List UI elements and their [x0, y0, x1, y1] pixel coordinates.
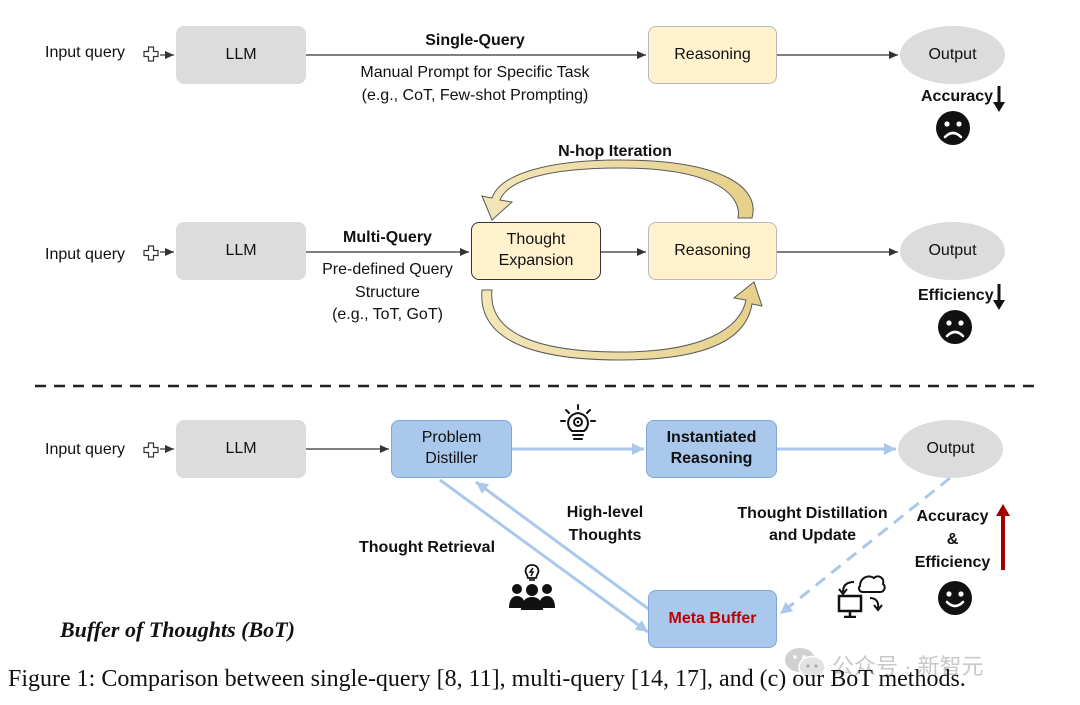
instantiated-line2: Reasoning	[670, 450, 753, 467]
high-level-line2: Thoughts	[568, 527, 642, 544]
sad-face-icon	[938, 310, 972, 344]
instantiated-line1: Instantiated	[666, 429, 757, 447]
expansion-line2: Expansion	[498, 252, 574, 269]
meta-buffer-box: Meta Buffer	[648, 590, 777, 648]
arrow-buffer-distiller	[475, 480, 651, 612]
row1-reasoning-box: Reasoning	[648, 26, 777, 84]
down-arrowhead-accuracy	[993, 102, 1005, 112]
plus-icon	[143, 245, 159, 261]
figure-caption: Figure 1: Comparison between single-quer…	[8, 666, 966, 692]
row3-instantiated-box: Instantiated Reasoning	[646, 420, 777, 478]
row1-input-label: Input query	[45, 44, 126, 61]
row2-output-ellipse: Output	[900, 222, 1005, 280]
expansion-line1: Thought	[506, 231, 566, 249]
lightbulb-gear-icon	[560, 404, 596, 440]
curve-arrow-top	[481, 159, 754, 221]
thought-retrieval-label: Thought Retrieval	[359, 539, 496, 556]
distiller-line1: Problem	[421, 429, 482, 447]
plus-icon	[143, 442, 159, 458]
row1-accuracy-label: Accuracy	[921, 88, 994, 105]
row3-ampersand-label: &	[946, 531, 959, 548]
wechat-icon	[785, 648, 826, 679]
up-arrowhead-bot	[996, 504, 1010, 516]
row2-expansion-box: Thought Expansion	[471, 222, 601, 280]
plus-icon	[143, 46, 159, 62]
cloud-sync-icon	[837, 575, 886, 618]
row2-input-label: Input query	[45, 246, 126, 263]
row3-llm-box: LLM	[176, 420, 306, 478]
row1-desc1: Manual Prompt for Specific Task	[360, 64, 590, 81]
arrow-distiller-buffer	[439, 478, 649, 634]
team-idea-icon	[509, 564, 555, 610]
down-arrowhead-efficiency	[993, 300, 1005, 310]
row1-output-ellipse: Output	[900, 26, 1005, 84]
happy-face-icon	[938, 581, 972, 615]
watermark-text: 公众号 · 新智元	[832, 654, 984, 679]
distill-update-line1: Thought Distillation	[737, 505, 888, 522]
row3-accuracy-label: Accuracy	[916, 508, 989, 525]
row3-distiller-box: Problem Distiller	[391, 420, 512, 478]
row2-desc1: Pre-defined Query	[322, 261, 453, 278]
row2-llm-box: LLM	[176, 222, 306, 280]
arrow-output-buffer-dashed	[779, 476, 951, 616]
row3-output-ellipse: Output	[898, 420, 1003, 478]
row3-input-label: Input query	[45, 441, 126, 458]
distiller-line2: Distiller	[425, 450, 478, 467]
row2-desc2: Structure	[355, 284, 420, 301]
sad-face-icon	[936, 111, 970, 145]
distill-update-line2: and Update	[768, 527, 857, 544]
bot-title: Buffer of Thoughts (BoT)	[60, 617, 295, 642]
high-level-line1: High-level	[566, 504, 644, 521]
row3-efficiency-label: Efficiency	[914, 554, 991, 571]
row2-reasoning-box: Reasoning	[648, 222, 777, 280]
curve-arrow-bottom	[481, 281, 763, 361]
row2-efficiency-label: Efficiency	[918, 287, 994, 304]
row2-desc3: (e.g., ToT, GoT)	[332, 306, 443, 323]
row1-desc2: (e.g., CoT, Few-shot Prompting)	[361, 87, 589, 104]
row2-iteration-label: N-hop Iteration	[558, 143, 672, 160]
row1-llm-box: LLM	[176, 26, 306, 84]
row1-method-label: Single-Query	[425, 32, 525, 49]
row2-method-label: Multi-Query	[343, 229, 432, 246]
